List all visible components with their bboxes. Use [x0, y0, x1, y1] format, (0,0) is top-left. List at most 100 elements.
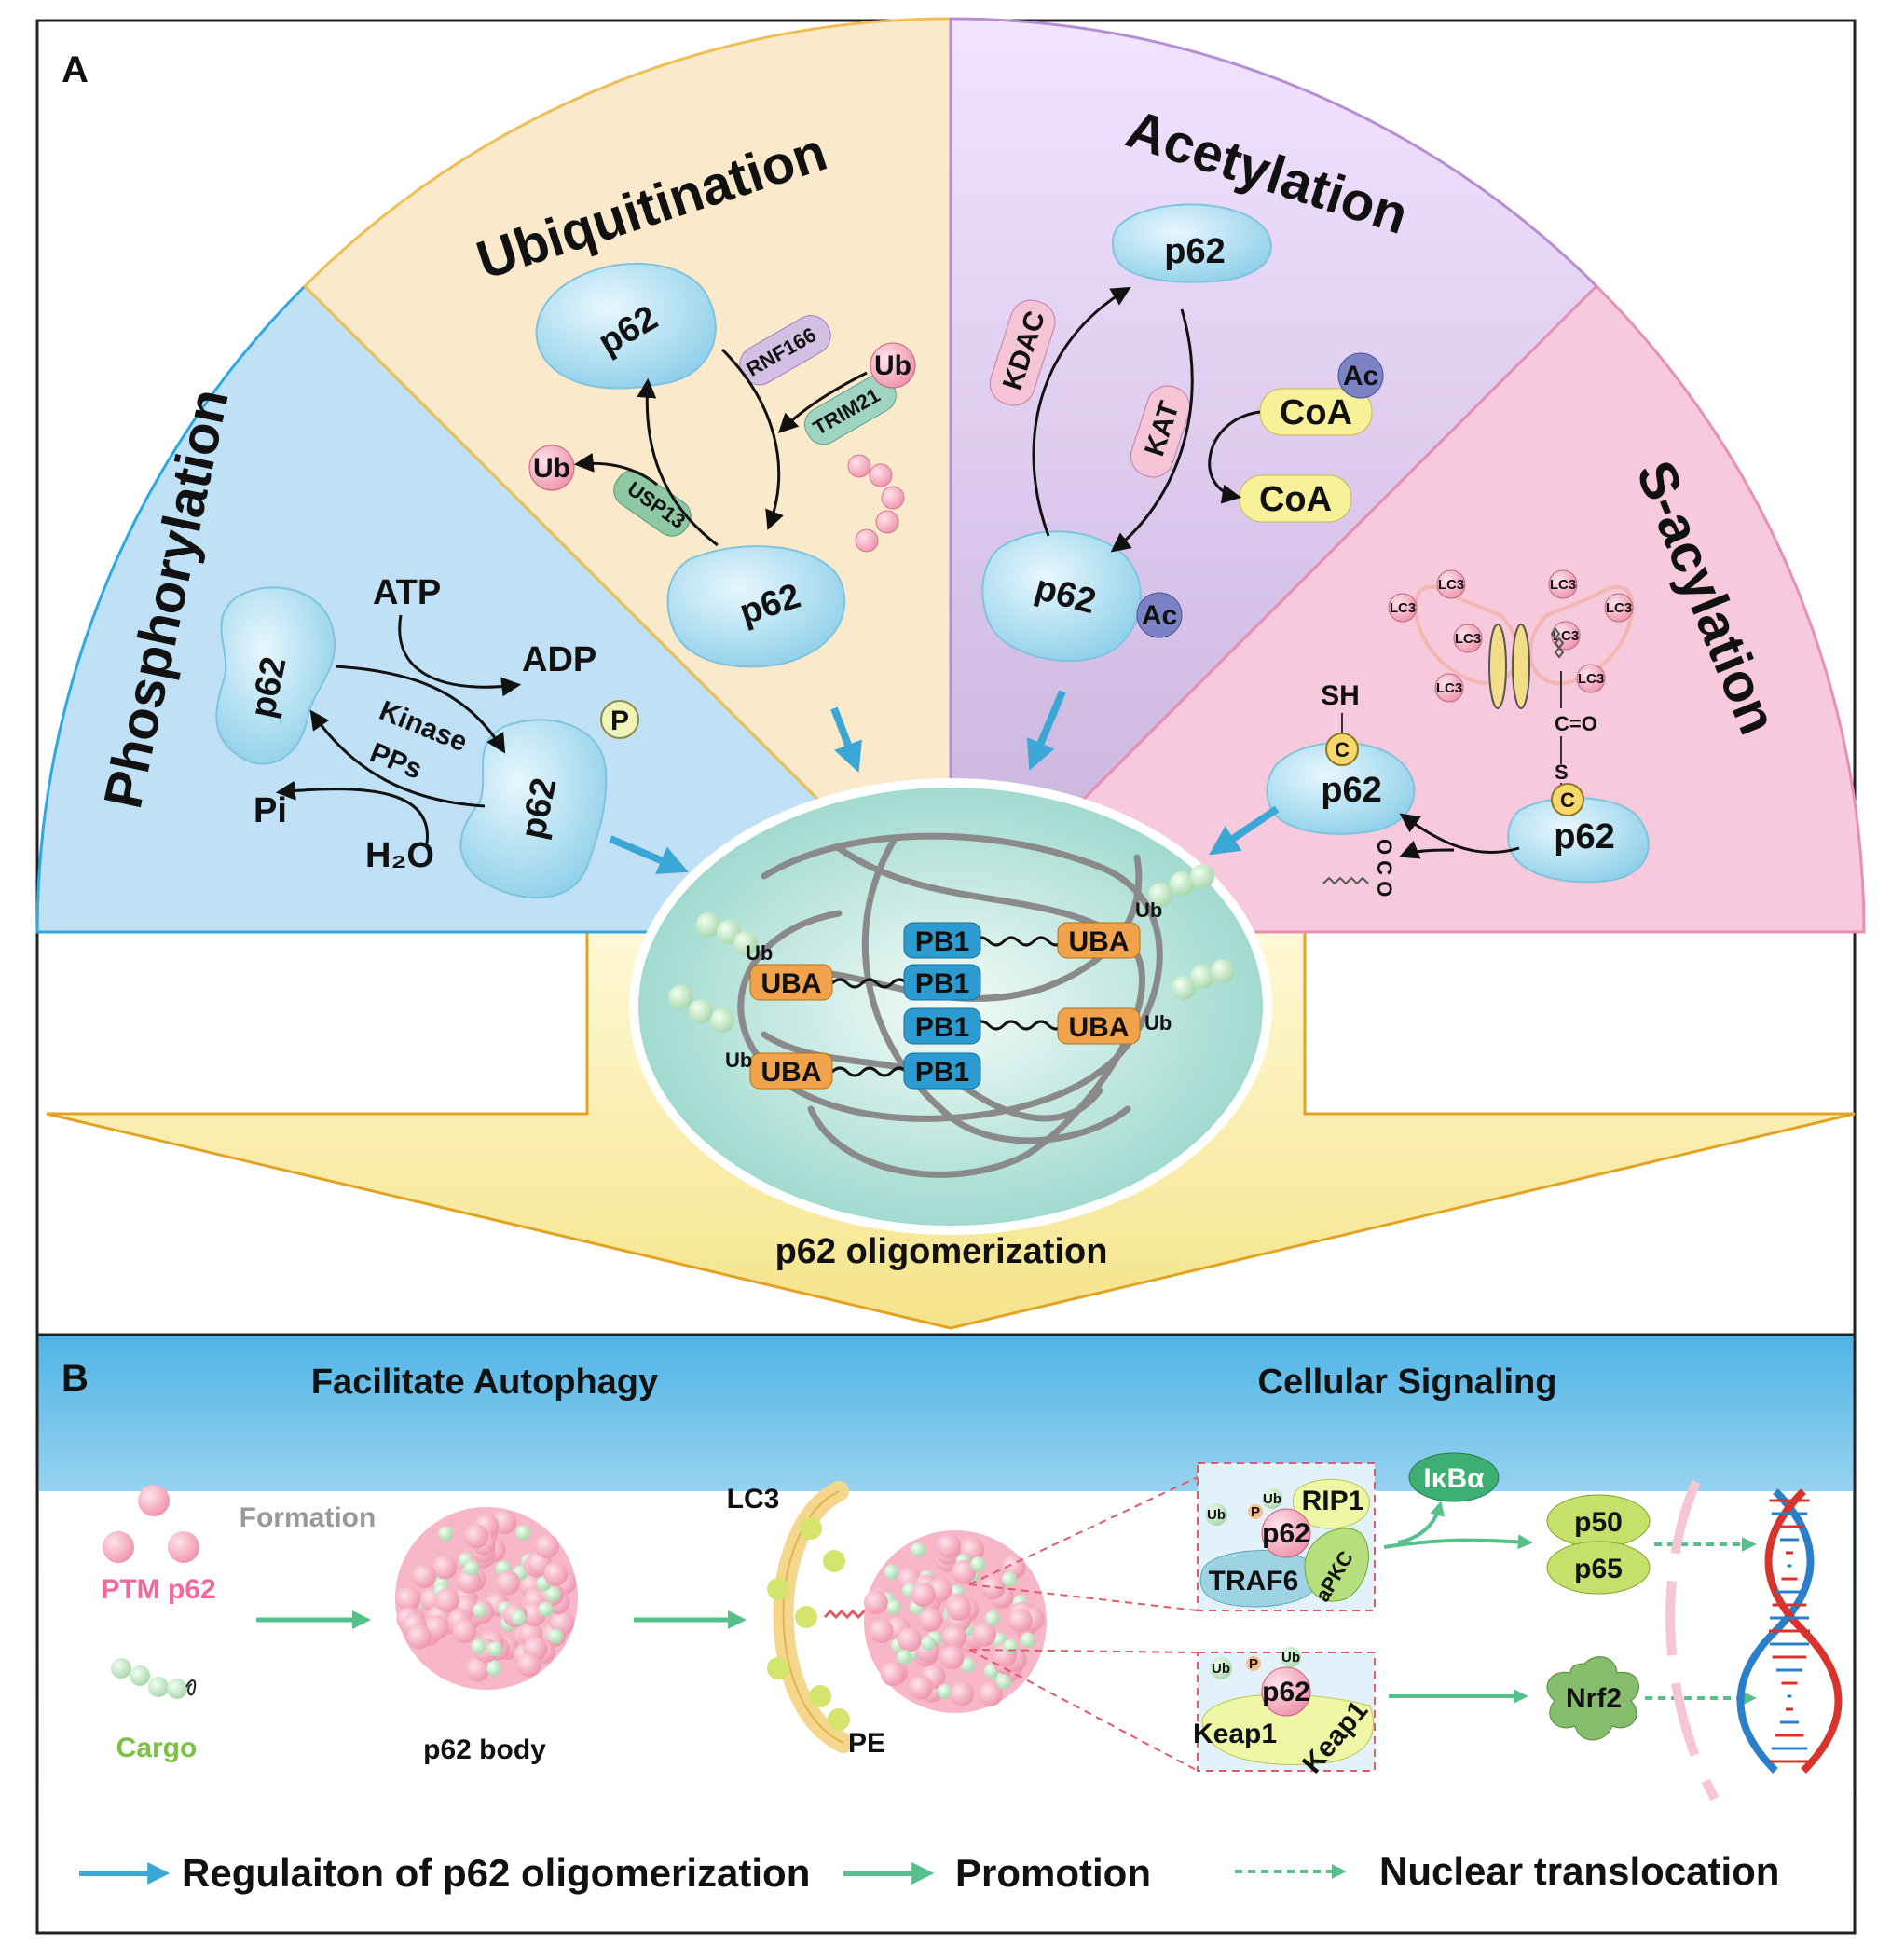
svg-text:p62: p62 [1262, 1677, 1310, 1707]
p62-sphere [432, 1555, 458, 1580]
sacyl-lc3-cluster: LC3 LC3 LC3 LC3 LC3 LC3 LC3 LC3 [1388, 569, 1635, 809]
svg-text:Ub: Ub [1212, 1661, 1230, 1677]
ub-dot-box1-a [1205, 1503, 1227, 1526]
cargo-sphere [471, 1638, 486, 1654]
p62-sphere [543, 1561, 569, 1586]
svg-text:Ub: Ub [1144, 1011, 1172, 1035]
svg-text:Ub: Ub [874, 350, 911, 381]
svg-text:LC3: LC3 [1553, 628, 1579, 644]
svg-text:P: P [610, 706, 629, 736]
uba-4 [749, 1052, 833, 1090]
svg-text:Keap1: Keap1 [1193, 1719, 1277, 1749]
p62-sphere [939, 1645, 965, 1670]
arrow-box1-to-p50 [1383, 1534, 1533, 1550]
svg-text:CoA: CoA [1259, 480, 1332, 519]
p65-shape [1546, 1541, 1651, 1595]
badge-kdac [989, 299, 1056, 406]
oligomerization-caption: p62 oligomerization [775, 1232, 1108, 1271]
svg-text:Ub: Ub [725, 1049, 752, 1072]
p62-sphere [952, 1559, 977, 1584]
arrow-release-ikba [1397, 1501, 1446, 1544]
cargo-sphere [515, 1525, 531, 1541]
p62-sphere [465, 1657, 490, 1682]
arrow-h2o-pi [275, 780, 429, 844]
acetyl-p62-a: p62 [1111, 203, 1272, 283]
svg-text:LC3: LC3 [1455, 631, 1481, 647]
cargo-sphere [538, 1601, 554, 1617]
ac-on-coa [1337, 352, 1384, 399]
svg-text:TRAF6: TRAF6 [1209, 1566, 1299, 1597]
cys-b [1551, 783, 1584, 816]
reg-arrow-phospho [609, 835, 689, 874]
formation-label: Formation [240, 1502, 377, 1533]
svg-text:Ub: Ub [1281, 1650, 1300, 1665]
svg-text:Ub: Ub [746, 941, 773, 965]
autophagy-title: Facilitate Autophagy [311, 1363, 658, 1402]
svg-text:PB1: PB1 [915, 926, 969, 957]
svg-text:p62: p62 [1554, 817, 1614, 857]
sacyl-p62-b: p62 [1507, 797, 1650, 884]
arrow-atp-adp [398, 614, 522, 697]
legend-promotion: Promotion [955, 1851, 1151, 1895]
sector-phosphorylation [35, 283, 954, 934]
cargo-sphere [897, 1649, 912, 1665]
svg-text:P: P [1251, 1504, 1260, 1520]
cargo-label: Cargo [116, 1733, 198, 1763]
p62-sphere [464, 1524, 488, 1549]
label-pi: Pi [254, 791, 287, 830]
svg-text:Nrf2: Nrf2 [1566, 1683, 1622, 1714]
panel-b-label: B [62, 1358, 89, 1399]
p62-body-bound [863, 1530, 1047, 1713]
arrow-pps [309, 709, 486, 808]
p62-sphere [412, 1564, 437, 1588]
svg-text:Ub: Ub [1135, 898, 1162, 922]
svg-text:p62: p62 [1164, 232, 1225, 271]
nrf2-shape [1546, 1656, 1639, 1741]
ubiq-p62-a: p62 [535, 262, 717, 390]
svg-text:p50: p50 [1574, 1507, 1623, 1538]
arrow-ub-out [573, 452, 658, 487]
oligomer-cell [629, 778, 1272, 1235]
p62-sphere [396, 1586, 421, 1611]
panel-a-label: A [62, 49, 89, 90]
p62-sphere [909, 1675, 933, 1700]
lc3-label: LC3 [727, 1484, 780, 1515]
svg-text:PB1: PB1 [915, 968, 969, 999]
uba-1 [1057, 922, 1141, 959]
svg-text:p65: p65 [1574, 1554, 1623, 1584]
p62-sphere [434, 1588, 459, 1613]
svg-text:C: C [1560, 788, 1575, 812]
ubiquitin-chain [847, 454, 905, 553]
cargo-sphere [472, 1602, 487, 1618]
phospho-p62-b: p62 [459, 719, 608, 899]
svg-text:LC3: LC3 [1550, 577, 1576, 593]
svg-text:UBA: UBA [1069, 1012, 1130, 1043]
svg-text:RIP1: RIP1 [1302, 1486, 1364, 1516]
p62-sphere [918, 1607, 943, 1632]
cargo-sphere [937, 1683, 952, 1699]
p62-sphere [936, 1533, 961, 1558]
badge-kat [1130, 385, 1191, 478]
pe-label: PE [848, 1728, 885, 1759]
pb1-2 [903, 964, 981, 1001]
cargo-sphere [970, 1556, 986, 1572]
label-h2o: H₂O [365, 836, 434, 875]
keap1-shape [1201, 1693, 1374, 1765]
svg-text:p62: p62 [1262, 1518, 1310, 1549]
reg-arrow-ubiq [830, 706, 862, 773]
cargo-sphere [548, 1628, 564, 1644]
oligomer-pb1-uba-rows: PB1 UBA Ub UBA Ub PB1 PB1 UBA Ub UBA Ub … [668, 864, 1235, 1090]
p62-sphere [452, 1619, 477, 1643]
p62-sphere [946, 1596, 971, 1621]
arrow-kdac [1032, 286, 1131, 537]
ub-dot-box1-b [1262, 1488, 1282, 1509]
cargo-sphere [486, 1661, 502, 1677]
svg-text:CoA: CoA [1280, 393, 1352, 432]
ikba-shape [1408, 1452, 1500, 1502]
svg-text:LC3: LC3 [1606, 600, 1632, 616]
p62-sphere [911, 1583, 936, 1608]
cargo-sphere [911, 1542, 926, 1557]
p62-sphere [496, 1570, 521, 1596]
cargo-sphere [960, 1657, 976, 1673]
